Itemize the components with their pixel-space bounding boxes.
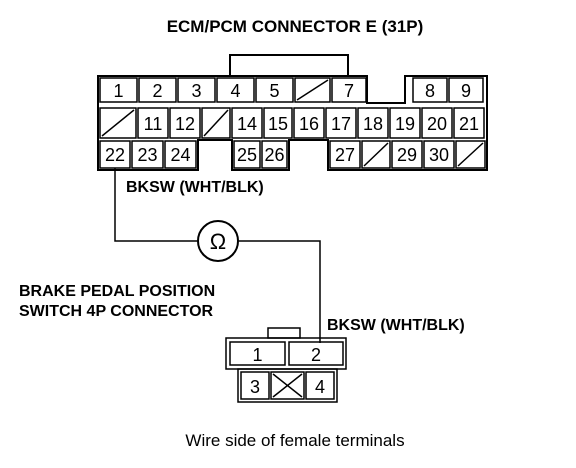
ecm-pin-17-label: 17 [331, 114, 351, 134]
ecm-pin-28-blank [361, 140, 391, 169]
ecm-pin-2-label: 2 [152, 81, 162, 101]
ecm-pin-5-label: 5 [269, 81, 279, 101]
switch-pin-blank-cross-b [272, 373, 303, 398]
ecm-pin-14-label: 14 [237, 114, 257, 134]
ecm-pin-25 [233, 140, 261, 169]
wire-label-ecm-side: BKSW (WHT/BLK) [126, 179, 264, 196]
ecm-pin-4-label: 4 [230, 81, 240, 101]
switch-pin-1-label: 1 [252, 345, 262, 365]
ecm-pin-18-label: 18 [363, 114, 383, 134]
ecm-pin-14 [231, 107, 263, 139]
ecm-pin-8-label: 8 [425, 81, 435, 101]
ecm-connector-body [97, 75, 488, 171]
switch-pin-1 [229, 341, 286, 366]
ecm-pin-21-label: 21 [459, 114, 479, 134]
ecm-pin-7 [331, 77, 367, 103]
switch-pin-4-label: 4 [315, 377, 325, 397]
ecm-pin-23 [131, 140, 164, 169]
ecm-pin-29-label: 29 [397, 145, 417, 165]
ecm-pin-30 [423, 140, 455, 169]
ecm-pin-5 [255, 77, 294, 103]
ecm-pin-26-label: 26 [264, 145, 284, 165]
ecm-pin-15 [263, 107, 293, 139]
ecm-pin-16-label: 16 [299, 114, 319, 134]
ecm-connector-title: ECM/PCM CONNECTOR E (31P) [167, 17, 424, 36]
ecm-pin-27-label: 27 [335, 145, 355, 165]
ecm-pin-13-blank-slash [203, 109, 229, 137]
ecm-pin-13-blank [201, 107, 231, 139]
ecm-pin-6-blank-slash [296, 79, 329, 101]
ecm-pin-9-label: 9 [461, 81, 471, 101]
ecm-pin-25-label: 25 [237, 145, 257, 165]
ecm-pin-26 [261, 140, 288, 169]
ecm-pin-24-label: 24 [170, 145, 190, 165]
ohmmeter-symbol: Ω [210, 229, 226, 254]
ecm-pin-4 [216, 77, 255, 103]
ecm-pin-6-blank [294, 77, 331, 103]
ecm-pin-1 [99, 77, 138, 103]
ecm-pin-28-blank-slash [363, 142, 389, 167]
ecm-pin-21 [453, 107, 485, 139]
ecm-pin-15-label: 15 [268, 114, 288, 134]
ecm-pin-30-label: 30 [429, 145, 449, 165]
ecm-connector-lock-tab [229, 54, 349, 76]
ecm-pin-20-label: 20 [427, 114, 447, 134]
ecm-pin-24 [164, 140, 197, 169]
ecm-pin-23-label: 23 [137, 145, 157, 165]
switch-pin-blank [270, 371, 305, 400]
ecm-pin-10-blank-slash [101, 109, 135, 137]
wire-meter-to-switch [239, 240, 321, 343]
brake-switch-connector: 1 2 3 4 [225, 327, 347, 403]
wire-ecm-to-meter [114, 168, 197, 242]
switch-pin-3 [240, 371, 270, 400]
ecm-pin-12 [169, 107, 201, 139]
wire-label-switch-side: BKSW (WHT/BLK) [327, 317, 465, 334]
ohmmeter-icon [197, 220, 239, 262]
ecm-pin-2 [138, 77, 177, 103]
ecm-pin-27 [329, 140, 361, 169]
ecm-pin-17 [325, 107, 357, 139]
ecm-pin-16 [293, 107, 325, 139]
switch-connector-bottom-body [237, 368, 338, 403]
brake-switch-title-line2: SWITCH 4P CONNECTOR [19, 303, 214, 320]
ecm-pin-7-label: 7 [344, 81, 354, 101]
ecm-row-1: 1 2 3 4 5 7 8 9 [99, 77, 484, 103]
ecm-pin-22-label: 22 [105, 145, 125, 165]
ecm-pin-31-blank [455, 140, 486, 169]
ecm-pin-12-label: 12 [175, 114, 195, 134]
switch-lock-tab [267, 327, 301, 339]
ecm-pin-20 [421, 107, 453, 139]
ecm-pin-3-label: 3 [191, 81, 201, 101]
diagram-caption: Wire side of female terminals [185, 431, 404, 450]
ecm-pin-11 [137, 107, 169, 139]
ecm-pin-8 [412, 77, 448, 103]
ecm-pin-1-label: 1 [113, 81, 123, 101]
switch-pin-2 [288, 341, 344, 366]
ecm-pin-19 [389, 107, 421, 139]
switch-pin-3-label: 3 [250, 377, 260, 397]
ecm-pin-10-blank [99, 107, 137, 139]
ecm-pin-9 [448, 77, 484, 103]
ecm-row-2: 11 12 14 15 16 17 18 19 20 21 [99, 107, 485, 139]
ecm-pin-3 [177, 77, 216, 103]
switch-pin-2-label: 2 [311, 345, 321, 365]
ecm-pin-19-label: 19 [395, 114, 415, 134]
switch-pin-4 [305, 371, 335, 400]
ecm-row-3: 22 23 24 25 26 27 29 30 [99, 140, 486, 169]
ecm-pin-31-blank-slash [457, 142, 484, 167]
ecm-pin-11-label: 11 [144, 114, 163, 134]
ecm-pin-29 [391, 140, 423, 169]
ecm-pin-18 [357, 107, 389, 139]
brake-switch-title-line1: BRAKE PEDAL POSITION [19, 283, 215, 300]
